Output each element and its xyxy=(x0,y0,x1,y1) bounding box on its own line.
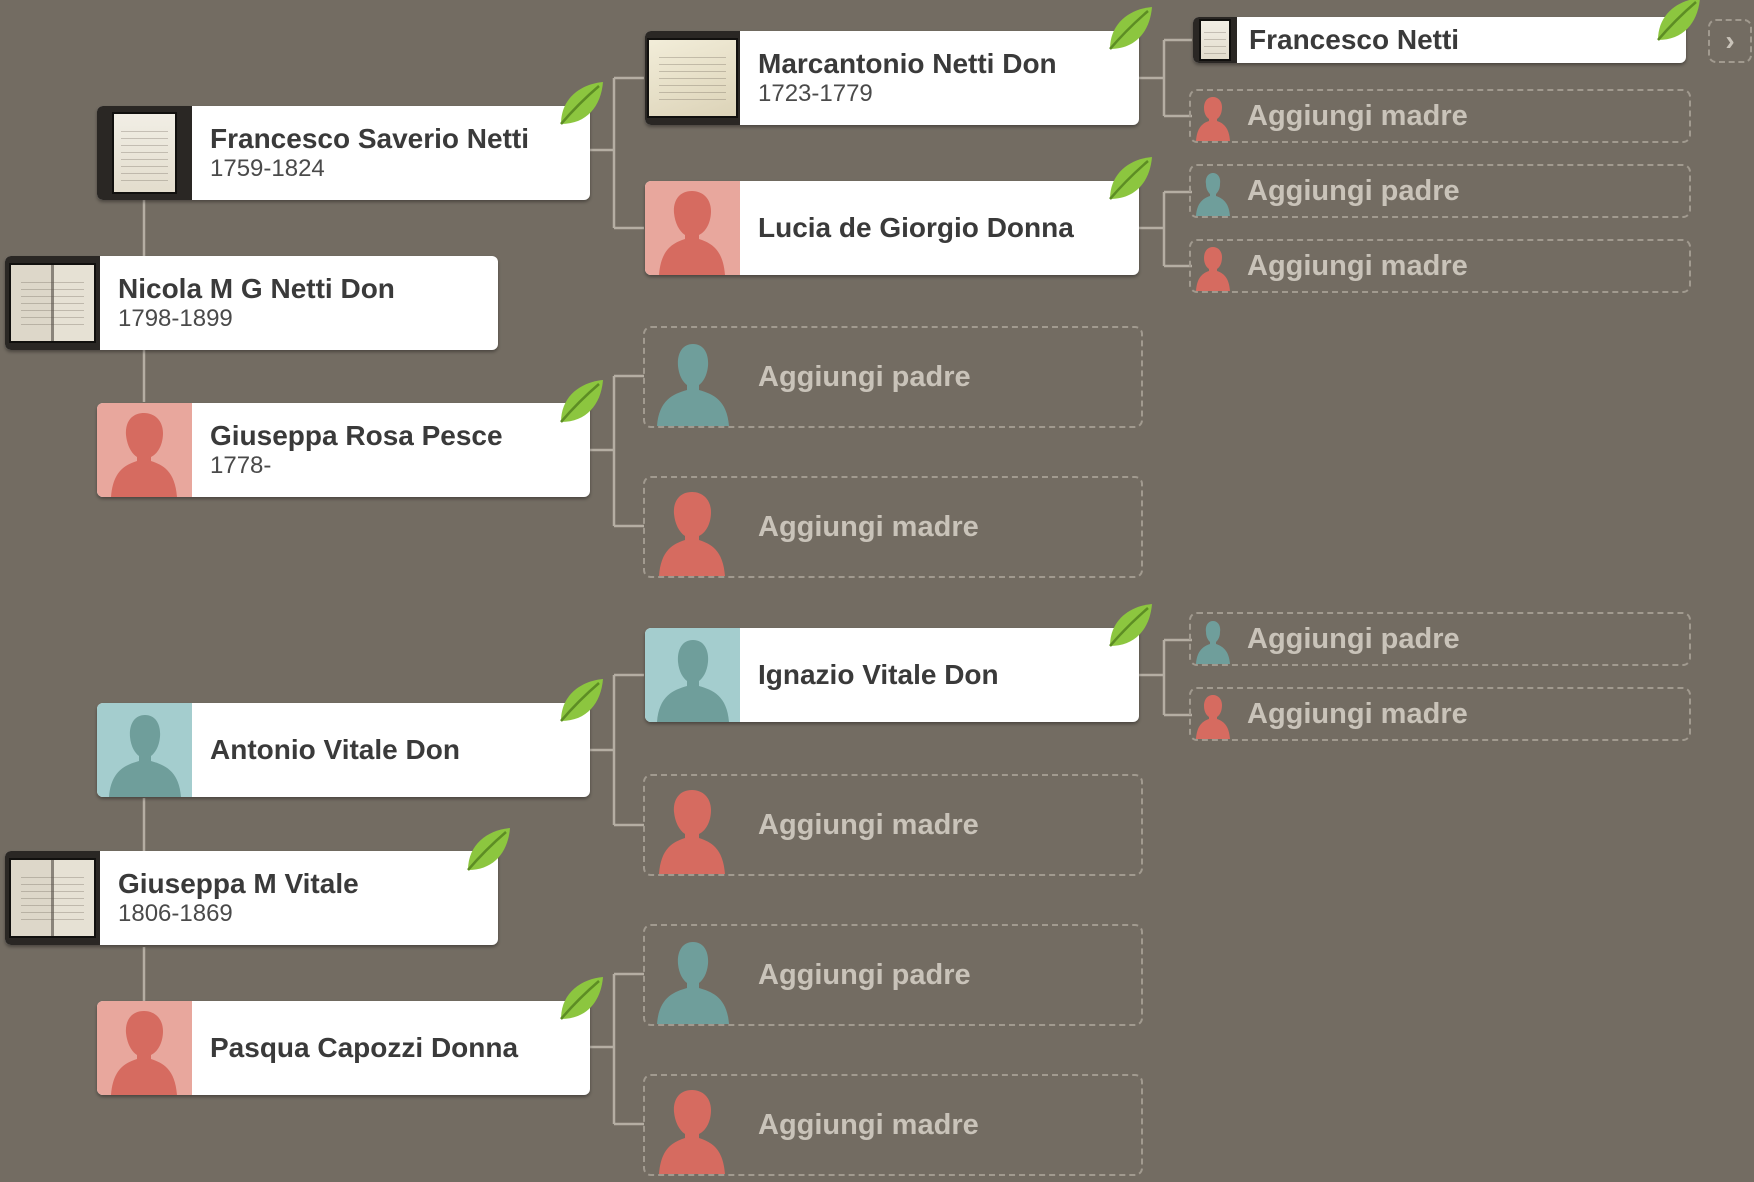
add-label: Aggiungi padre xyxy=(1247,622,1460,655)
add-mother-button[interactable]: Aggiungi madre xyxy=(1189,89,1691,143)
male-silhouette-icon xyxy=(1191,166,1235,216)
record-photo xyxy=(5,851,100,945)
add-label: Aggiungi padre xyxy=(758,958,971,991)
male-silhouette-icon xyxy=(645,926,740,1024)
add-label: Aggiungi madre xyxy=(1247,99,1468,132)
leaf-hint-icon[interactable] xyxy=(1102,153,1156,207)
add-mother-button[interactable]: Aggiungi madre xyxy=(643,774,1143,876)
add-father-button[interactable]: Aggiungi padre xyxy=(1189,164,1691,218)
female-silhouette-icon xyxy=(97,403,192,497)
male-silhouette-icon xyxy=(1191,614,1235,664)
person-card-giuseppa-m[interactable]: Giuseppa M Vitale 1806-1869 xyxy=(5,851,498,945)
person-card-antonio[interactable]: Antonio Vitale Don xyxy=(97,703,590,797)
person-dates: 1759-1824 xyxy=(210,155,325,182)
person-name: Lucia de Giorgio Donna xyxy=(758,212,1074,243)
male-silhouette-icon xyxy=(645,328,740,426)
person-name: Antonio Vitale Don xyxy=(210,734,460,765)
person-card-pasqua[interactable]: Pasqua Capozzi Donna xyxy=(97,1001,590,1095)
person-name: Francesco Saverio Netti xyxy=(210,123,530,154)
male-silhouette-icon xyxy=(97,703,192,797)
add-father-button[interactable]: Aggiungi padre xyxy=(643,924,1143,1026)
person-card-lucia[interactable]: Lucia de Giorgio Donna xyxy=(645,181,1139,275)
person-name: Giuseppa Rosa Pesce xyxy=(210,420,503,451)
person-name: Marcantonio Netti Don xyxy=(758,48,1057,79)
person-name: Francesco Netti xyxy=(1249,24,1460,55)
male-silhouette-icon xyxy=(645,628,740,722)
leaf-hint-icon[interactable] xyxy=(553,675,607,729)
person-card-marcantonio[interactable]: Marcantonio Netti Don 1723-1779 xyxy=(645,31,1139,125)
add-mother-button[interactable]: Aggiungi madre xyxy=(1189,687,1691,741)
record-photo xyxy=(5,256,100,350)
record-photo xyxy=(1193,17,1237,63)
add-mother-button[interactable]: Aggiungi madre xyxy=(643,1074,1143,1176)
female-silhouette-icon xyxy=(645,776,740,874)
record-photo xyxy=(645,31,740,125)
add-label: Aggiungi padre xyxy=(758,360,971,393)
female-silhouette-icon xyxy=(645,478,740,576)
add-label: Aggiungi madre xyxy=(758,510,979,543)
female-silhouette-icon xyxy=(97,1001,192,1095)
person-name: Giuseppa M Vitale xyxy=(118,868,359,899)
female-silhouette-icon xyxy=(645,1076,740,1174)
person-name: Pasqua Capozzi Donna xyxy=(210,1032,519,1063)
add-label: Aggiungi madre xyxy=(1247,249,1468,282)
person-dates: 1806-1869 xyxy=(118,900,233,927)
leaf-hint-icon[interactable] xyxy=(553,376,607,430)
female-silhouette-icon xyxy=(645,181,740,275)
add-label: Aggiungi madre xyxy=(1247,697,1468,730)
person-dates: 1778- xyxy=(210,452,272,479)
person-name: Nicola M G Netti Don xyxy=(118,273,395,304)
add-father-button[interactable]: Aggiungi padre xyxy=(643,326,1143,428)
person-card-nicola[interactable]: Nicola M G Netti Don 1798-1899 xyxy=(5,256,498,350)
expand-arrow-icon[interactable]: › xyxy=(1708,19,1752,63)
record-photo xyxy=(97,106,192,200)
add-mother-button[interactable]: Aggiungi madre xyxy=(1189,239,1691,293)
female-silhouette-icon xyxy=(1191,91,1235,141)
add-label: Aggiungi madre xyxy=(758,808,979,841)
add-label: Aggiungi madre xyxy=(758,1108,979,1141)
person-name: Ignazio Vitale Don xyxy=(758,659,999,690)
person-card-francesco-netti[interactable]: Francesco Netti xyxy=(1193,17,1686,63)
female-silhouette-icon xyxy=(1191,689,1235,739)
add-mother-button[interactable]: Aggiungi madre xyxy=(643,476,1143,578)
leaf-hint-icon[interactable] xyxy=(1650,0,1704,48)
leaf-hint-icon[interactable] xyxy=(460,824,514,878)
person-card-ignazio[interactable]: Ignazio Vitale Don xyxy=(645,628,1139,722)
person-dates: 1723-1779 xyxy=(758,80,873,107)
add-label: Aggiungi padre xyxy=(1247,174,1460,207)
person-card-giuseppa-rosa[interactable]: Giuseppa Rosa Pesce 1778- xyxy=(97,403,590,497)
leaf-hint-icon[interactable] xyxy=(1102,3,1156,57)
leaf-hint-icon[interactable] xyxy=(553,973,607,1027)
person-card-francesco-saverio[interactable]: Francesco Saverio Netti 1759-1824 xyxy=(97,106,590,200)
leaf-hint-icon[interactable] xyxy=(553,78,607,132)
person-dates: 1798-1899 xyxy=(118,305,233,332)
add-father-button[interactable]: Aggiungi padre xyxy=(1189,612,1691,666)
leaf-hint-icon[interactable] xyxy=(1102,600,1156,654)
female-silhouette-icon xyxy=(1191,241,1235,291)
